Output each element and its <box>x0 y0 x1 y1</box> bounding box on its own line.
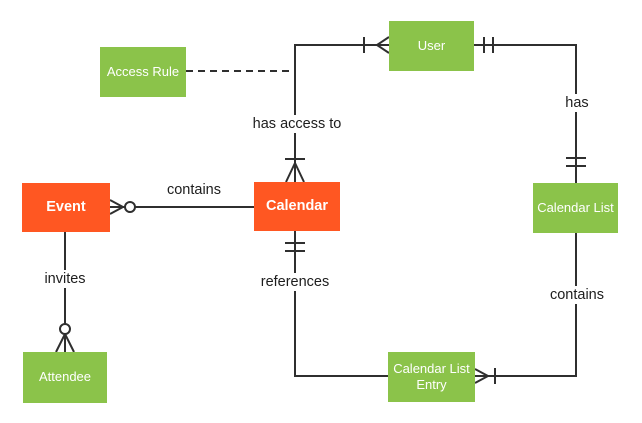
entity-attendee[interactable]: Attendee <box>23 352 107 403</box>
entity-calendar-list-entry[interactable]: Calendar List Entry <box>388 352 475 402</box>
crow-foot-many-icon <box>55 333 75 353</box>
edge-event-invites-attendee <box>55 232 75 353</box>
entity-event[interactable]: Event <box>22 183 110 232</box>
crow-foot-many-icon <box>285 162 305 183</box>
entity-label: Calendar List Entry <box>393 360 470 392</box>
entity-label: Access Rule <box>106 63 180 79</box>
entity-label: User <box>417 37 446 53</box>
entity-label: Calendar <box>265 198 329 215</box>
entity-label: Event <box>46 199 86 216</box>
zero-ring-icon <box>124 201 136 213</box>
relationship-label-has-access-to: has access to <box>247 115 347 133</box>
edge-line <box>294 231 388 377</box>
entity-access-rule[interactable]: Access Rule <box>100 47 186 97</box>
edge-line <box>474 44 577 183</box>
edge-user-has-calendar-list <box>474 37 586 183</box>
zero-ring-icon <box>59 323 71 335</box>
entity-user[interactable]: User <box>389 21 474 71</box>
entity-calendar-list[interactable]: Calendar List <box>533 183 618 233</box>
crow-foot-many-icon <box>474 368 489 384</box>
crow-foot-many-icon <box>376 36 390 54</box>
relationship-label-has: has <box>560 94 594 112</box>
relationship-label-contains-2: contains <box>544 286 610 304</box>
edge-calendar-has-access-to-user <box>285 36 390 183</box>
edge-calendar-list-contains-entry <box>474 233 577 384</box>
entity-label: Calendar List <box>537 199 614 215</box>
one-and-only-one-bars-icon <box>285 242 305 252</box>
relationship-label-invites: invites <box>39 270 91 288</box>
entity-label: Attendee <box>38 369 92 385</box>
one-and-only-one-bars-icon <box>483 37 494 53</box>
edge-line <box>475 233 577 377</box>
edge-event-contains-calendar <box>109 199 254 215</box>
edge-line <box>294 44 389 182</box>
one-and-only-one-bars-icon <box>566 157 586 167</box>
relationship-label-contains: contains <box>161 181 227 199</box>
entity-calendar[interactable]: Calendar <box>254 182 340 231</box>
relationship-label-references: references <box>255 273 335 291</box>
crow-foot-many-icon <box>109 199 124 215</box>
edge-calendar-references-entry <box>285 231 388 377</box>
